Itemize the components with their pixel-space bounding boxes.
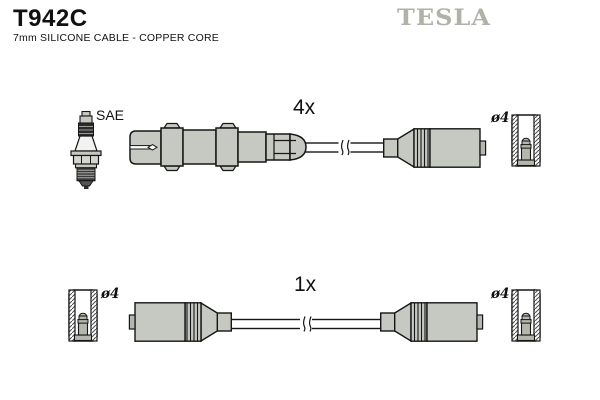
distributor-connector	[129, 122, 307, 172]
spark-plug-terminal-label: SAE	[96, 107, 125, 123]
terminal-cross-section-bottom-right	[511, 289, 541, 342]
spark-plug-boot-bottom-left	[128, 302, 233, 342]
diameter-label-bottom-left: ø4	[101, 286, 120, 302]
terminal-cross-section-top-right	[511, 114, 541, 167]
terminal-cross-section-bottom-left	[68, 289, 98, 342]
part-number-title: T942C	[13, 5, 88, 32]
cable-top	[303, 139, 385, 156]
quantity-label-bottom: 1x	[294, 273, 317, 296]
tesla-brand-logo: TESLA	[397, 4, 491, 31]
spark-plug-boot-bottom-right	[380, 302, 484, 342]
quantity-label-top: 4x	[293, 96, 316, 119]
spark-plug-boot-top	[383, 128, 487, 168]
diameter-label-bottom-right: ø4	[491, 286, 510, 302]
cable-bottom	[229, 316, 383, 332]
diameter-label-top-right: ø4	[491, 110, 510, 126]
product-description: 7mm SILICONE CABLE - COPPER CORE	[13, 32, 219, 44]
spark-plug-illustration	[70, 110, 102, 189]
